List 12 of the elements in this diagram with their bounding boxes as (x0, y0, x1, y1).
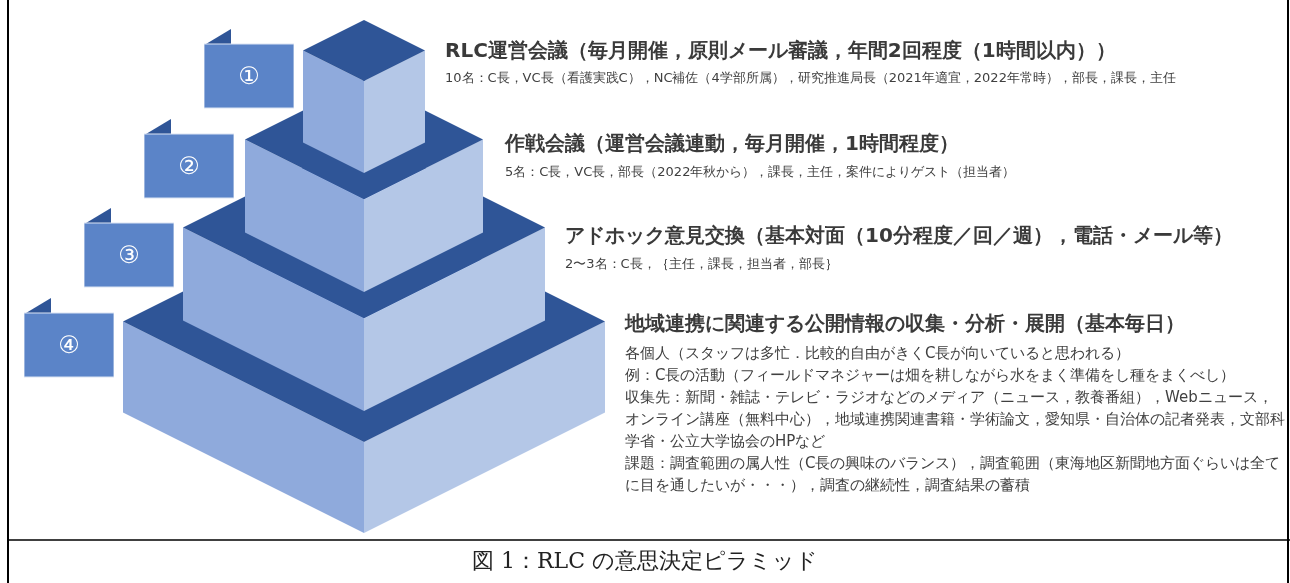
tier-description: 例：C長の活動（フィールドマネジャーは畑を耕しながら水をまく準備をし種をまくべし） (625, 365, 1237, 386)
tier-heading: RLC運営会議（毎月開催，原則メール審議，年間2回程度（1時間以内）） (445, 37, 1116, 64)
tier-description: 収集先：新聞・雑誌・テレビ・ラジオなどのメディア（ニュース，教養番組），Webニュース，オンライン講座（無料中心），地域連携関連書籍・学術論文，愛知県・自治体の記者発表，文部科学省・公立大学協会のHPなど (625, 387, 1285, 452)
tier-description: 10名：C長，VC長（看護実践C），NC補佐（4学部所属），研究推進局長（2021年適宜，2022年常時），部長，課長，主任 (445, 69, 1177, 87)
figure-caption: 図 1：RLC の意思決定ピラミッド (471, 547, 819, 575)
tier-description: 各個人（スタッフは多忙．比較的自由がきくC長が向いていると思われる） (625, 343, 1132, 364)
tier-heading: 作戦会議（運営会議連動，毎月開催，1時間程度） (505, 130, 959, 157)
tier-description: 5名：C長，VC長，部長（2022年秋から），課長，主任，案件によりゲスト（担当者） (505, 163, 1016, 181)
tier-description: 課題：調査範囲の属人性（C長の興味のバランス），調査範囲（東海地区新聞地方面ぐらいは全てに目を通したいが・・・），調査の継続性，調査結果の蓄積 (625, 453, 1282, 496)
tier-description: 2〜3名：C長，｛主任，課長，担当者，部長｝ (565, 255, 838, 273)
tier-heading: 地域連携に関連する公開情報の収集・分析・展開（基本毎日） (625, 310, 1185, 337)
tier-heading: アドホック意見交換（基本対面（10分程度／回／週），電話・メール等） (565, 222, 1233, 249)
